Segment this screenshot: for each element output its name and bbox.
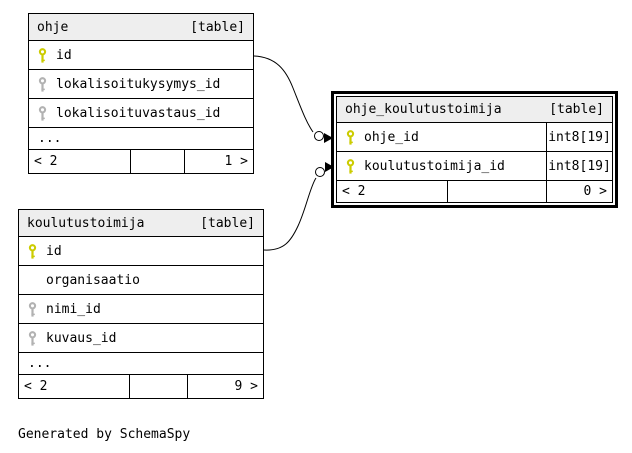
column-row: id bbox=[29, 41, 253, 70]
table-footer: < 2 1 > bbox=[29, 150, 253, 173]
column-row: lokalisoituvastaus_id bbox=[29, 99, 253, 128]
column-name: id bbox=[46, 243, 62, 259]
column-name: ohje_id bbox=[364, 129, 419, 145]
column-name: id bbox=[56, 47, 72, 63]
footer-spacer bbox=[447, 181, 546, 202]
table-footer: < 2 0 > bbox=[337, 181, 612, 202]
footer-child-count: 0 > bbox=[546, 181, 612, 202]
ellipsis-row: ... bbox=[19, 353, 263, 375]
schemaspy-credit: Generated by SchemaSpy bbox=[18, 427, 191, 442]
footer-child-count: 1 > bbox=[183, 150, 253, 173]
table-badge: [table] bbox=[549, 102, 604, 117]
table-node-ohje[interactable]: ohje [table] id lokalisoitukysymys_id bbox=[28, 13, 254, 174]
table-node-koulutustoimija[interactable]: koulutustoimija [table] id organisaatio bbox=[18, 209, 264, 399]
footer-spacer bbox=[128, 375, 188, 398]
column-row: lokalisoitukysymys_id bbox=[29, 70, 253, 99]
table-node-ohje-koulutustoimija[interactable]: ohje_koulutustoimija [table] ohje_id int… bbox=[331, 91, 618, 208]
primary-key-icon bbox=[346, 158, 355, 174]
column-type: int8[19] bbox=[546, 123, 612, 151]
footer-parent-count: < 2 bbox=[34, 154, 58, 169]
foreign-key-icon bbox=[38, 76, 47, 92]
table-header[interactable]: ohje_koulutustoimija [table] bbox=[337, 97, 612, 123]
footer-parent-count: < 2 bbox=[342, 184, 366, 199]
connector-line bbox=[253, 55, 314, 133]
column-name: organisaatio bbox=[46, 272, 140, 288]
column-row: organisaatio bbox=[19, 266, 263, 295]
connector-line bbox=[263, 177, 317, 251]
column-name: kuvaus_id bbox=[46, 330, 117, 346]
foreign-key-icon bbox=[38, 105, 47, 121]
primary-key-icon bbox=[38, 47, 47, 63]
column-type: int8[19] bbox=[546, 152, 612, 180]
table-footer: < 2 9 > bbox=[19, 375, 263, 398]
table-header[interactable]: koulutustoimija [table] bbox=[19, 210, 263, 237]
table-badge: [table] bbox=[190, 19, 245, 35]
column-row: kuvaus_id bbox=[19, 324, 263, 353]
column-name: lokalisoitukysymys_id bbox=[56, 76, 221, 92]
ellipsis-row: ... bbox=[29, 128, 253, 150]
footer-parent-count: < 2 bbox=[24, 379, 48, 394]
connector-ohje-to-ohje-koulutustoimija bbox=[253, 55, 333, 143]
column-row: nimi_id bbox=[19, 295, 263, 324]
connector-koulutustoimija-to-ohje-koulutustoimija bbox=[263, 162, 334, 251]
footer-spacer bbox=[129, 150, 184, 173]
primary-key-icon bbox=[346, 129, 355, 145]
table-badge: [table] bbox=[200, 215, 255, 231]
foreign-key-icon bbox=[28, 301, 37, 317]
column-name: koulutustoimija_id bbox=[364, 158, 505, 174]
connector-circle bbox=[315, 167, 325, 177]
column-row: id bbox=[19, 237, 263, 266]
column-name: nimi_id bbox=[46, 301, 101, 317]
column-name: lokalisoituvastaus_id bbox=[56, 105, 221, 121]
primary-key-icon bbox=[28, 243, 37, 259]
table-name: koulutustoimija bbox=[27, 215, 145, 231]
table-name: ohje bbox=[37, 19, 69, 35]
column-row: ohje_id int8[19] bbox=[337, 123, 612, 152]
column-row: koulutustoimija_id int8[19] bbox=[337, 152, 612, 181]
table-header[interactable]: ohje [table] bbox=[29, 14, 253, 41]
table-name: ohje_koulutustoimija bbox=[345, 102, 502, 117]
connector-circle bbox=[314, 131, 324, 141]
footer-child-count: 9 > bbox=[187, 375, 263, 398]
foreign-key-icon bbox=[28, 330, 37, 346]
